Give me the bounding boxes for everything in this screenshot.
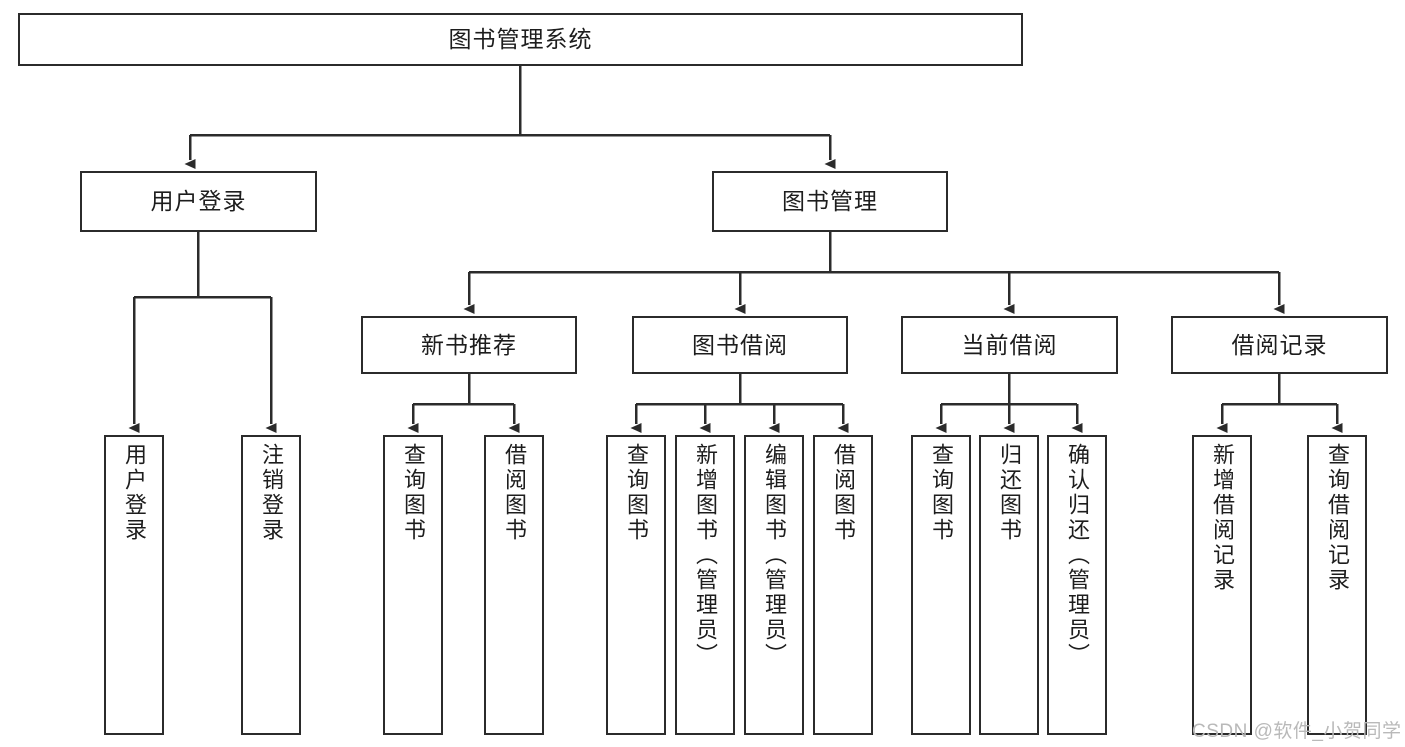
node-label: 新书推荐 — [421, 331, 517, 358]
node-label: 当前借阅 — [961, 331, 1058, 358]
node-leaf-add-record[interactable]: 新增借阅记录 — [1192, 435, 1252, 735]
node-leaf-query-book-3[interactable]: 查询图书 — [911, 435, 971, 735]
node-label: 图书管理 — [782, 188, 878, 215]
node-label: 查询图书 — [401, 443, 426, 543]
node-leaf-confirm-return[interactable]: 确认归还（管理员） — [1047, 435, 1107, 735]
node-label: 借阅图书 — [502, 443, 527, 543]
node-book-management[interactable]: 图书管理 — [712, 171, 948, 232]
node-leaf-add-book[interactable]: 新增图书（管理员） — [675, 435, 735, 735]
node-new-book-recommend[interactable]: 新书推荐 — [361, 316, 577, 374]
node-user-login[interactable]: 用户登录 — [80, 171, 317, 232]
node-label: 归还图书 — [997, 443, 1022, 543]
csdn-watermark: CSDN @软件_小贺同学 — [1192, 721, 1402, 742]
node-leaf-borrow-book-2[interactable]: 借阅图书 — [813, 435, 873, 735]
node-leaf-user-login[interactable]: 用户登录 — [104, 435, 164, 735]
node-label: 新增图书（管理员） — [693, 443, 718, 668]
node-current-borrow[interactable]: 当前借阅 — [901, 316, 1118, 374]
node-label: 编辑图书（管理员） — [762, 443, 787, 668]
node-label: 借阅图书 — [831, 443, 856, 543]
node-leaf-query-record[interactable]: 查询借阅记录 — [1307, 435, 1367, 735]
node-label: 查询图书 — [929, 443, 954, 543]
node-root-system[interactable]: 图书管理系统 — [18, 13, 1023, 66]
node-label: 借阅记录 — [1231, 331, 1328, 358]
node-label: 新增借阅记录 — [1210, 443, 1235, 593]
node-label: 用户登录 — [122, 443, 147, 543]
node-leaf-query-book-2[interactable]: 查询图书 — [606, 435, 666, 735]
node-label: 图书管理系统 — [448, 26, 593, 53]
node-leaf-edit-book[interactable]: 编辑图书（管理员） — [744, 435, 804, 735]
node-book-borrow[interactable]: 图书借阅 — [632, 316, 848, 374]
node-label: 注销登录 — [259, 443, 284, 543]
node-leaf-query-book-1[interactable]: 查询图书 — [383, 435, 443, 735]
node-leaf-return-book[interactable]: 归还图书 — [979, 435, 1039, 735]
node-borrow-record[interactable]: 借阅记录 — [1171, 316, 1388, 374]
node-leaf-logout-login[interactable]: 注销登录 — [241, 435, 301, 735]
node-label: 确认归还（管理员） — [1065, 443, 1090, 668]
node-label: 查询图书 — [624, 443, 649, 543]
node-label: 图书借阅 — [692, 331, 788, 358]
node-leaf-borrow-book-1[interactable]: 借阅图书 — [484, 435, 544, 735]
node-label: 用户登录 — [150, 188, 247, 215]
node-label: 查询借阅记录 — [1325, 443, 1350, 593]
